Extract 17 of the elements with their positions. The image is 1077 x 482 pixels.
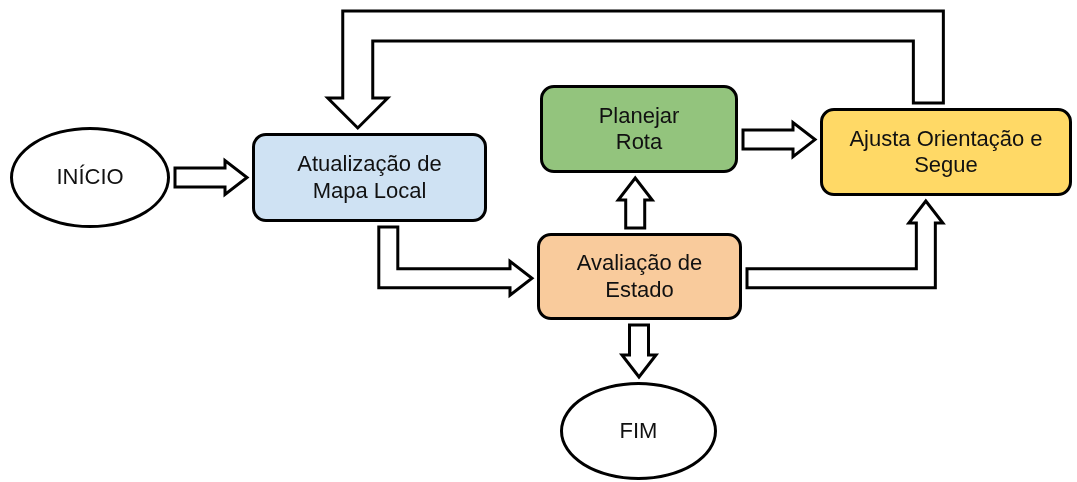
block-arrow	[618, 323, 660, 380]
node-label: Atualização de Mapa Local	[296, 151, 443, 204]
block-arrow	[741, 119, 818, 160]
process-box	[252, 133, 487, 222]
node-label: Planejar Rota	[597, 102, 681, 156]
process-box	[540, 85, 738, 173]
node-label: FIM	[618, 417, 659, 445]
node-label: INÍCIO	[55, 164, 125, 191]
node-label: Ajusta Orientação e Segue	[848, 125, 1044, 179]
block-arrow	[615, 175, 656, 230]
process-box	[537, 233, 742, 320]
process-box	[820, 108, 1072, 196]
block-arrow	[173, 157, 250, 198]
block-arrow	[324, 9, 945, 131]
node-label: Avaliação de Estado	[575, 250, 704, 303]
block-arrow	[377, 225, 535, 299]
block-arrow	[745, 198, 946, 290]
